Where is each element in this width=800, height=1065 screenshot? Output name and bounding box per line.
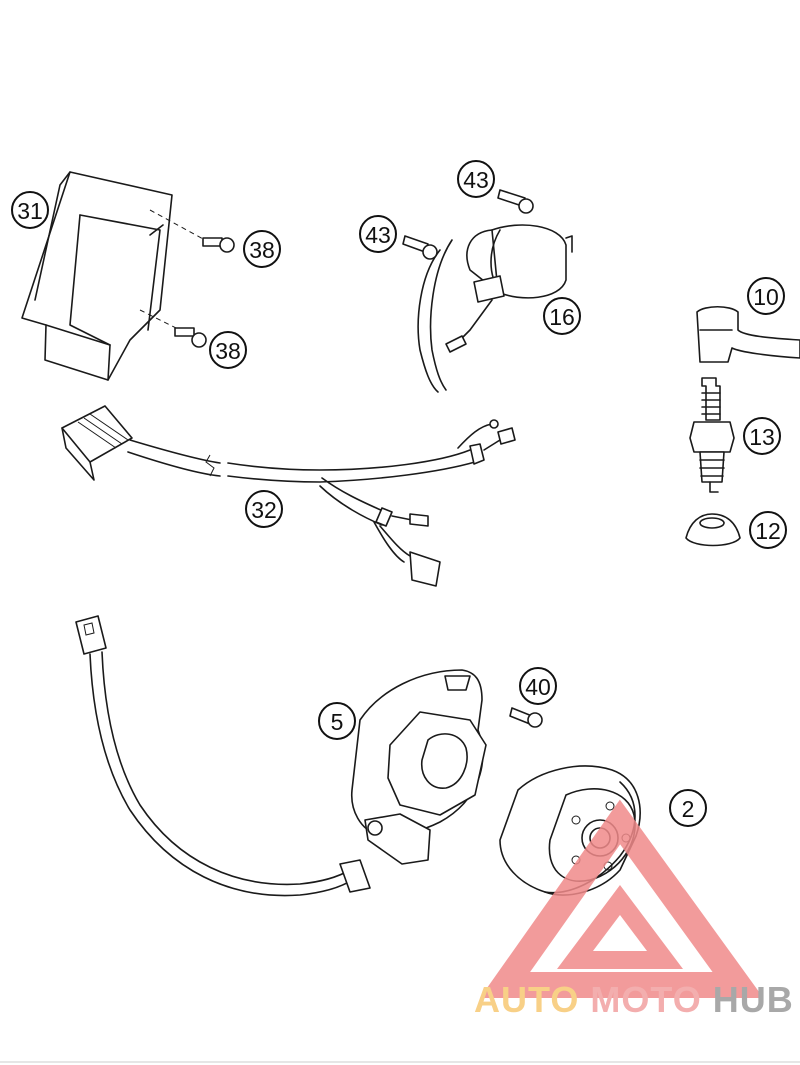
svg-text:32: 32 [251,497,277,523]
watermark-logo: AUTO MOTO HUB [474,799,794,1020]
svg-text:AUTO MOTO HUB: AUTO MOTO HUB [474,979,794,1020]
svg-text:13: 13 [749,424,775,450]
spark-plug-washer-part [685,513,741,547]
spark-plug-cap-part [696,305,800,363]
svg-text:16: 16 [549,304,575,330]
bolt-43-upper-part [497,189,534,214]
svg-text:5: 5 [331,709,344,735]
spark-plug-part [689,377,735,493]
callout-40: 40 [519,667,557,705]
callout-16: 16 [543,297,581,335]
stator-part [351,669,487,865]
svg-text:2: 2 [682,796,695,822]
ignition-coil-part [417,224,573,393]
watermark-text-hub: HUB [713,979,794,1020]
svg-text:38: 38 [249,237,275,263]
callout-43-upper: 43 [457,160,495,198]
bolt-43-lower-part [402,235,438,260]
callout-12: 12 [749,511,787,549]
svg-text:43: 43 [365,222,391,248]
svg-text:12: 12 [755,518,781,544]
callout-32: 32 [245,490,283,528]
bolt-38-lower-part [174,327,207,348]
callout-5: 5 [318,702,356,740]
bolt-38-upper-part [202,237,235,253]
watermark-text-moto: MOTO [590,979,701,1020]
bolt-40-part [509,707,543,728]
callout-13: 13 [743,417,781,455]
svg-text:10: 10 [753,284,779,310]
svg-text:31: 31 [17,198,43,224]
svg-text:43: 43 [463,167,489,193]
svg-text:40: 40 [525,674,551,700]
watermark-text-auto: AUTO [474,979,579,1020]
callout-2: 2 [669,789,707,827]
callout-10: 10 [747,277,785,315]
callout-43-lower: 43 [359,215,397,253]
callout-38-lower: 38 [209,331,247,369]
callout-38-upper: 38 [243,230,281,268]
wiring-harness-part [61,405,516,587]
callout-31: 31 [11,191,49,229]
cdi-unit-part [21,171,206,381]
svg-text:38: 38 [215,338,241,364]
stator-wire-part [75,615,371,897]
